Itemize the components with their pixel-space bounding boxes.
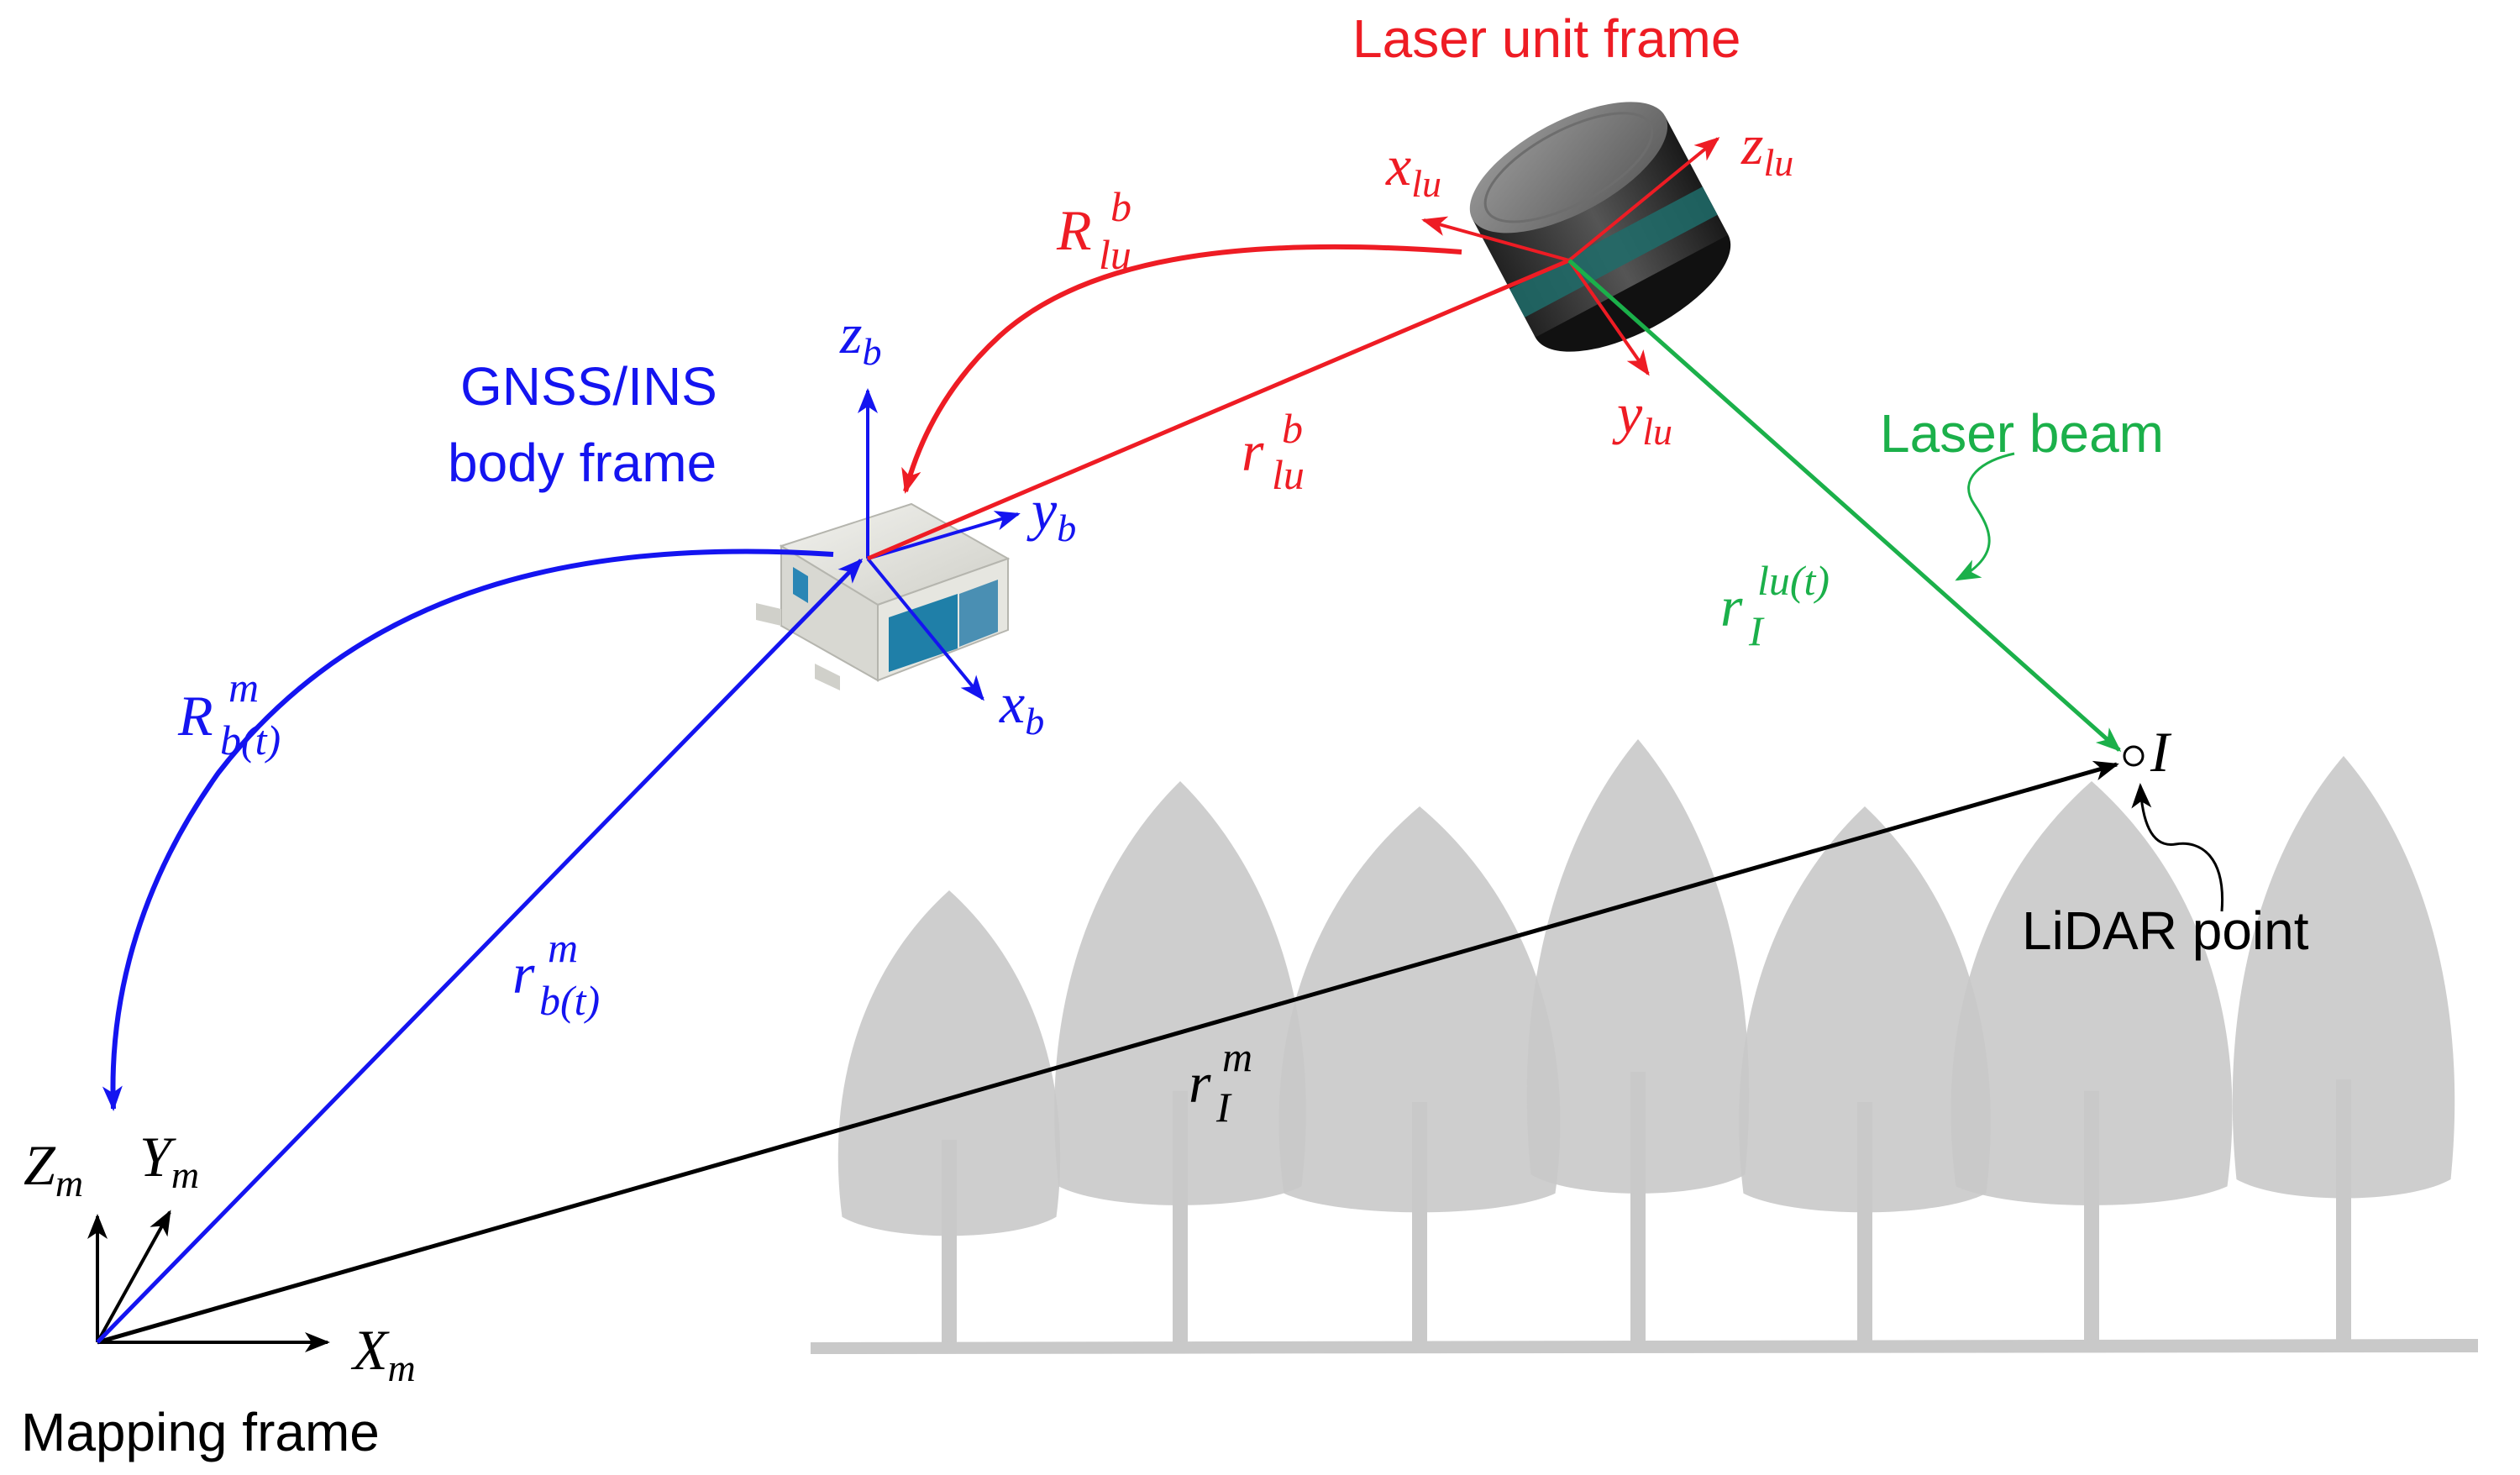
mapping-frame-axes (87, 1210, 330, 1352)
tree-crown (1054, 781, 1306, 1205)
label-mapping-frame: Mapping frame (21, 1402, 380, 1462)
symbol-Y-m: Ym (139, 1125, 199, 1196)
svg-text:I: I (1215, 1084, 1232, 1131)
vector-r-I-m (97, 760, 2119, 1345)
symbol-point-I: I (2150, 720, 2172, 784)
symbol-X-m: Xm (350, 1318, 416, 1389)
tree-silhouette-icon (837, 739, 2455, 1344)
symbol-r-I-m: r m I (1189, 1033, 1252, 1131)
tree-crown (1526, 739, 1750, 1194)
svg-text:b(t): b(t) (220, 717, 281, 764)
label-lidar-point: LiDAR point (2022, 900, 2309, 961)
vector-r-bt-m (96, 558, 864, 1344)
svg-text:R: R (177, 684, 213, 748)
symbol-r-bt-m: r m b(t) (512, 924, 600, 1024)
symbol-r-lu-b: r b lu (1242, 405, 1305, 498)
svg-text:lu: lu (1099, 231, 1131, 278)
svg-text:m: m (548, 924, 578, 971)
symbol-x-b: xb (999, 671, 1044, 743)
tree-crown (1739, 806, 1991, 1213)
tree-crown (1950, 781, 2233, 1205)
symbol-y-lu: ylu (1612, 381, 1672, 453)
svg-text:m: m (1222, 1033, 1252, 1080)
svg-text:r: r (1720, 575, 1743, 638)
symbol-y-b: yb (1026, 478, 1076, 549)
tree-crown (1278, 806, 1561, 1213)
lidar-sensor-icon (1469, 102, 1731, 352)
svg-text:lu(t): lu(t) (1757, 557, 1830, 604)
rotation-R-bt-m (102, 549, 834, 1111)
symbol-R-lu-b: R b lu (1056, 183, 1131, 278)
svg-text:r: r (1189, 1051, 1211, 1115)
svg-text:m: m (228, 664, 259, 711)
label-laser-beam: Laser beam (1880, 403, 2164, 464)
symbol-z-lu: zlu (1740, 113, 1793, 184)
svg-text:lu: lu (1272, 451, 1305, 498)
symbol-x-lu: xlu (1385, 134, 1441, 205)
label-gnss-line1: GNSS/INS (460, 356, 717, 417)
symbol-r-I-lut: r lu(t) I (1720, 557, 1830, 654)
label-gnss-line2: body frame (448, 433, 717, 493)
rotation-R-lu-b (901, 244, 1462, 494)
tree-crown (2232, 756, 2455, 1199)
lidar-point-marker (2123, 745, 2145, 767)
symbol-R-bt-m: R m b(t) (177, 664, 281, 764)
svg-text:b: b (1282, 405, 1303, 452)
body-frame-axes (858, 388, 1021, 701)
laser-unit-frame-axes (1421, 137, 1720, 376)
laser-beam-vector (1567, 259, 2122, 752)
symbol-z-b: zb (839, 302, 881, 373)
laser-beam-pointer (1955, 452, 2015, 581)
svg-text:R: R (1056, 198, 1092, 262)
svg-text:r: r (1242, 419, 1264, 483)
svg-text:r: r (512, 942, 535, 1005)
ground-strip (811, 1339, 2478, 1354)
label-laser-unit-frame: Laser unit frame (1352, 8, 1740, 69)
symbol-Z-m: Zm (24, 1133, 83, 1205)
vector-r-lu-b (867, 258, 1570, 561)
lidar-point-pointer (2131, 783, 2224, 912)
svg-text:b: b (1110, 183, 1131, 230)
gnss-ins-unit-icon (756, 502, 1011, 690)
svg-text:b(t): b(t) (539, 977, 600, 1024)
tree-crown (837, 890, 1061, 1236)
svg-text:I: I (1748, 607, 1765, 654)
